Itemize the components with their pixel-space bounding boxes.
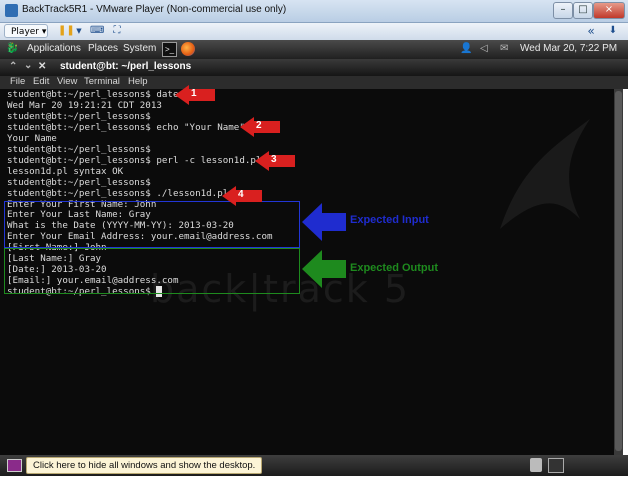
fullscreen-icon[interactable]: ⛶ — [113, 25, 121, 36]
terminal-launcher-icon[interactable]: >_ — [162, 42, 177, 57]
terminal-output-area[interactable]: back|track 5 student@bt:~/perl_lessons$ … — [0, 89, 614, 455]
menu-help[interactable]: Help — [128, 76, 148, 87]
step-4-arrow: 4 — [222, 186, 262, 206]
back-arrow-icon[interactable]: « — [587, 24, 595, 38]
scrollbar-thumb[interactable] — [615, 91, 622, 451]
expected-output-label: Expected Output — [350, 262, 439, 274]
chevron-up-icon[interactable]: ⌃ — [9, 61, 18, 72]
vmware-logo-icon — [5, 4, 18, 17]
backtrack-watermark: back|track 5 — [150, 267, 411, 311]
step-2-arrow: 2 — [240, 117, 280, 137]
terminal-line: student@bt:~/perl_lessons$ — [7, 110, 151, 122]
green-arrow-icon — [302, 250, 346, 288]
clock[interactable]: Wed Mar 20, 7:22 PM — [520, 43, 618, 54]
menu-view[interactable]: View — [57, 76, 78, 87]
vmware-title-bar: BackTrack5R1 - VMware Player (Non-commer… — [0, 0, 628, 23]
terminal-line: student@bt:~/perl_lessons$ — [7, 286, 157, 298]
volume-icon[interactable]: ◁ — [480, 43, 488, 54]
terminal-line: student@bt:~/perl_lessons$ echo "Your Na… — [7, 121, 245, 133]
close-button[interactable]: × — [593, 2, 625, 19]
pause-icon[interactable]: ❚❚ — [58, 25, 75, 36]
step-4-number: 4 — [238, 189, 244, 200]
player-menu-button[interactable]: Player ▾ — [4, 24, 48, 38]
terminal-line: [Last Name:] Gray — [7, 253, 102, 265]
terminal-line: Enter Your First Name: John — [7, 198, 157, 210]
menu-file[interactable]: File — [10, 76, 26, 87]
maximize-button[interactable]: □ — [573, 2, 593, 19]
minimize-button[interactable]: – — [553, 2, 573, 19]
applications-menu[interactable]: Applications — [27, 43, 81, 54]
step-2-number: 2 — [256, 120, 262, 131]
gnome-bottom-panel: Click here to hide all windows and show … — [0, 455, 628, 476]
menu-edit[interactable]: Edit — [33, 76, 50, 87]
terminal-line: Your Name — [7, 132, 57, 144]
terminal-line: What is the Date (YYYY-MM-YY): 2013-03-2… — [7, 220, 234, 232]
terminal-title-bar: ⌃ ⌄ ✕ student@bt: ~/perl_lessons — [0, 59, 628, 76]
step-1-number: 1 — [191, 88, 197, 99]
step-3-number: 3 — [271, 154, 277, 165]
mail-icon[interactable]: ✉ — [500, 43, 509, 54]
expected-input-label: Expected Input — [350, 214, 429, 226]
terminal-line: Enter Your Last Name: Gray — [7, 209, 151, 221]
terminal-menu-bar: File Edit View Terminal Help — [0, 76, 628, 89]
chevron-down-icon[interactable]: ⌄ — [24, 60, 33, 71]
devices-icon[interactable]: ⬇ — [608, 25, 618, 36]
close-icon[interactable]: ✕ — [38, 61, 47, 72]
system-menu[interactable]: System — [123, 43, 157, 54]
terminal-line: [Email:] your.email@address.com — [7, 275, 179, 287]
terminal-line: student@bt:~/perl_lessons$ — [7, 143, 151, 155]
terminal-line: Enter Your Email Address: your.email@add… — [7, 231, 273, 243]
expected-input-box — [4, 201, 300, 248]
terminal-line: [Date:] 2013-03-20 — [7, 264, 107, 276]
terminal-line: student@bt:~/perl_lessons$ ./lesson1d.pl — [7, 187, 229, 199]
blue-arrow-icon — [302, 203, 346, 241]
firefox-icon[interactable] — [181, 42, 195, 56]
terminal-line: Wed Mar 20 19:21:21 CDT 2013 — [7, 99, 162, 111]
expected-output-box — [4, 248, 300, 294]
send-ctrl-alt-del-icon[interactable]: ⌨ — [90, 25, 105, 36]
menu-terminal[interactable]: Terminal — [84, 76, 120, 87]
window-title: BackTrack5R1 - VMware Player (Non-commer… — [22, 4, 287, 15]
terminal-text: student@bt:~/perl_lessons$ date Wed Mar … — [7, 89, 273, 298]
gnome-top-panel: 🐉 Applications Places System >_ 👤 ◁ ✉ We… — [0, 40, 628, 59]
terminal-scrollbar[interactable] — [614, 89, 623, 455]
show-desktop-icon[interactable] — [7, 459, 22, 472]
terminal-line: student@bt:~/perl_lessons$ date — [7, 89, 179, 100]
backtrack-dragon-icon[interactable]: 🐉 — [6, 43, 19, 54]
vmware-toolbar: Player ▾ ❚❚ ▼ ⌨ ⛶ « ⬇ — [0, 23, 628, 41]
step-3-arrow: 3 — [255, 151, 295, 171]
user-icon[interactable]: 👤 — [460, 43, 473, 54]
trash-icon[interactable] — [530, 458, 542, 472]
terminal-line: lesson1d.pl syntax OK — [7, 165, 124, 177]
terminal-title: student@bt: ~/perl_lessons — [60, 61, 192, 72]
dropdown-icon[interactable]: ▼ — [76, 27, 82, 35]
terminal-line: student@bt:~/perl_lessons$ perl -c lesso… — [7, 154, 262, 166]
backtrack-dragon-watermark-icon — [500, 119, 590, 229]
cursor: _ — [156, 286, 162, 298]
workspace-switcher-icon[interactable] — [548, 458, 564, 473]
places-menu[interactable]: Places — [88, 43, 119, 54]
terminal-line: student@bt:~/perl_lessons$ — [7, 176, 151, 188]
show-desktop-tooltip: Click here to hide all windows and show … — [26, 457, 263, 474]
step-1-arrow: 1 — [175, 85, 215, 105]
